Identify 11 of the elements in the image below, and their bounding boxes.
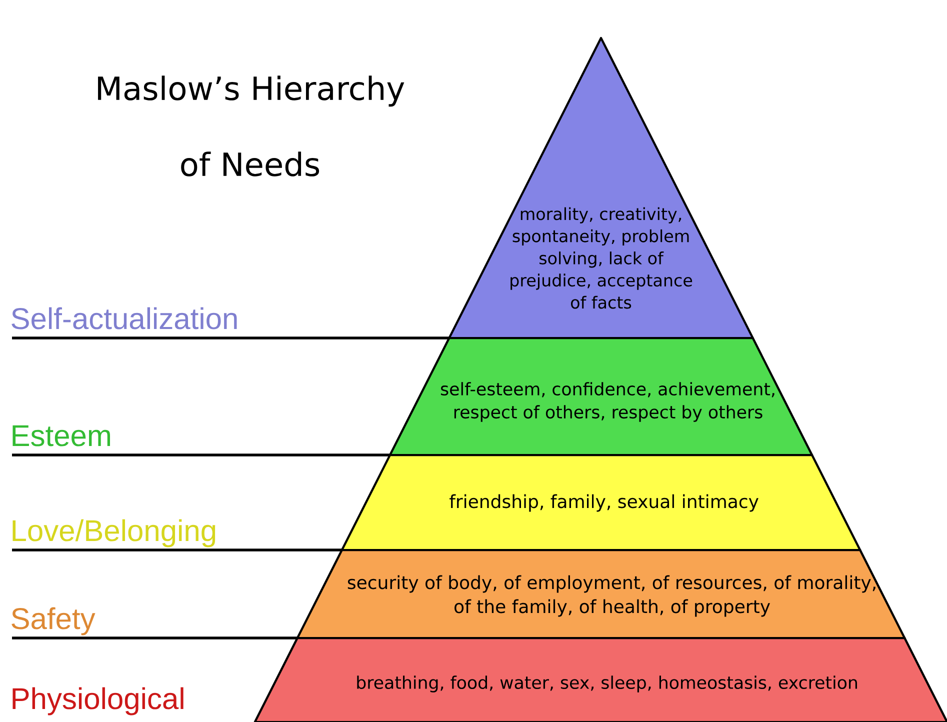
- pyramid-band: self-esteem, confidence, achievement, respect of others, respect by others: [388, 336, 814, 456]
- level-label: Esteem: [12, 425, 110, 446]
- pyramid-band: breathing, food, water, sex, sleep, homeostasis, excretion: [254, 636, 947, 722]
- pyramid-band: security of body, of employment, of resources, of morality, of the family, of health, of property: [296, 548, 906, 640]
- level-label: Safety: [12, 607, 96, 636]
- pyramid-band: morality, creativity, spontaneity, problem solving, lack of prejudice, acceptance of facts: [448, 36, 754, 340]
- title: Maslow’s Hierarchy of Needs: [98, 76, 404, 176]
- level-label: Physiological: [12, 687, 184, 716]
- level-label: Love/Belonging: [12, 519, 216, 548]
- pyramid-band: friendship, family, sexual intimacy: [340, 454, 862, 552]
- level-label: Self-actualization: [12, 307, 237, 330]
